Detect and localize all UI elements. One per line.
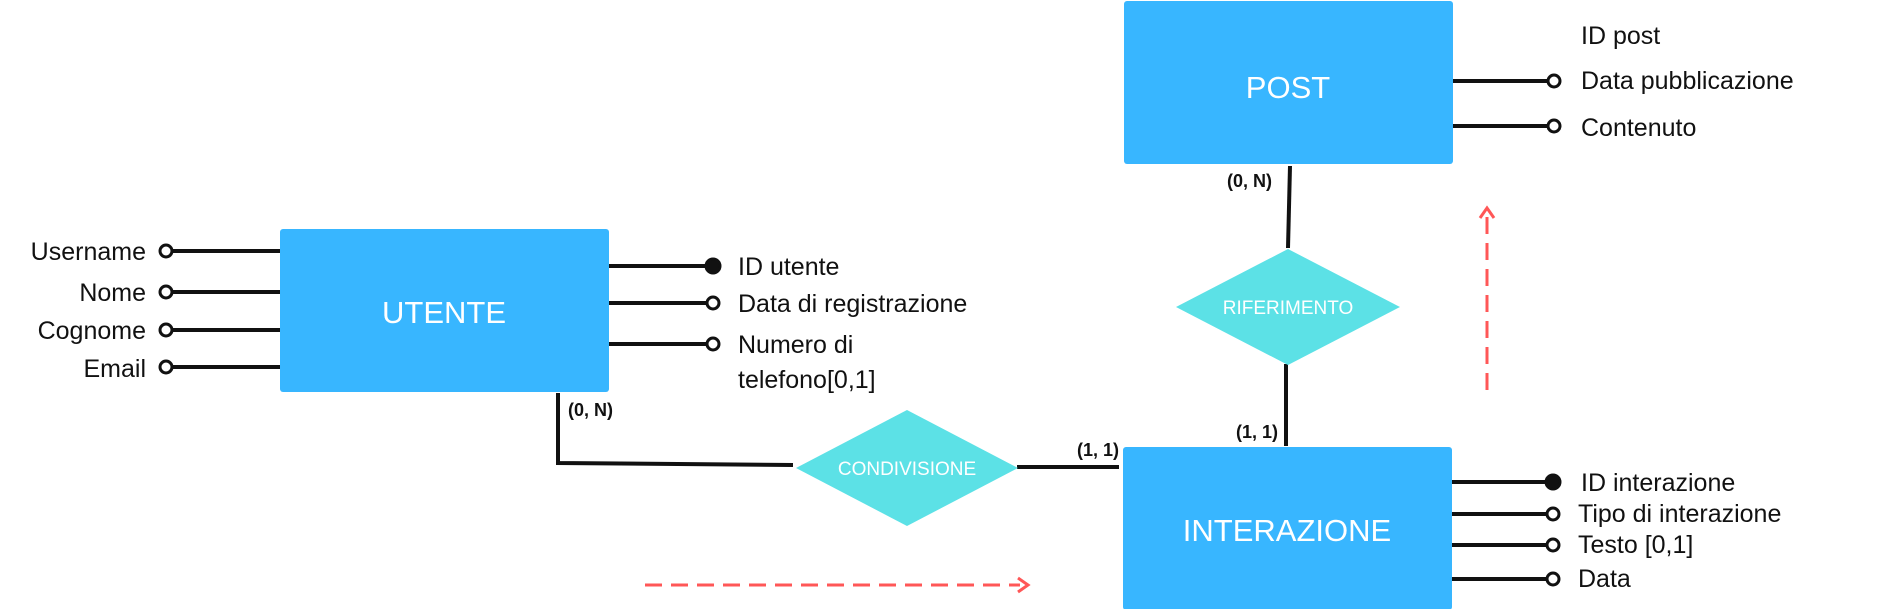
entity-post: POST [1124, 1, 1453, 164]
attr-marker-email [158, 359, 174, 375]
relationship-condivisione: CONDIVISIONE [796, 410, 1018, 526]
relationship-condivisione-diamond [796, 410, 1018, 526]
attr-label-tipo-interazione: Tipo di interazione [1578, 500, 1781, 528]
attr-marker-testo [1545, 537, 1561, 553]
attr-marker-data-pubblicazione [1546, 73, 1562, 89]
relationship-condivisione-label: CONDIVISIONE [838, 459, 976, 480]
entity-utente-box [280, 229, 609, 392]
attr-label-telefono: telefono[0,1] [738, 366, 876, 394]
line-post-riferimento [1286, 165, 1292, 249]
cardinality-interazione-riferimento: (1, 1) [1236, 422, 1278, 442]
attr-label-username: Username [31, 238, 146, 266]
entity-interazione-label: INTERAZIONE [1183, 513, 1391, 548]
attr-marker-username [158, 243, 174, 259]
attr-label-id-interazione: ID interazione [1581, 469, 1735, 497]
cardinality-interazione-condivisione: (1, 1) [1077, 440, 1119, 460]
attr-label-numero-di: Numero di [738, 331, 853, 359]
entity-post-box [1124, 1, 1453, 164]
entity-utente-label: UTENTE [382, 295, 506, 330]
relationship-riferimento: RIFERIMENTO [1176, 249, 1400, 365]
entity-utente: UTENTE [280, 229, 609, 392]
cardinality-post-riferimento: (0, N) [1227, 171, 1272, 191]
entity-interazione-box [1123, 447, 1452, 609]
entity-interazione: INTERAZIONE [1123, 447, 1452, 609]
attr-marker-tipo-interazione [1545, 506, 1561, 522]
attr-label-id-post: ID post [1581, 22, 1660, 50]
attr-label-nome: Nome [79, 279, 146, 307]
attr-marker-numero-telefono [705, 336, 721, 352]
attr-label-email: Email [83, 355, 146, 383]
attr-marker-cognome [158, 322, 174, 338]
entity-post-label: POST [1246, 70, 1330, 105]
cardinality-utente-condivisione: (0, N) [568, 400, 613, 420]
attr-marker-data [1545, 571, 1561, 587]
direction-arrows [645, 205, 1496, 594]
attr-marker-data-registrazione [705, 295, 721, 311]
attr-label-testo: Testo [0,1] [1578, 531, 1693, 559]
connection-lines [172, 79, 1548, 581]
line-utente-condivisione [556, 393, 794, 467]
key-marker-id-utente [704, 257, 722, 275]
arrow-head-right-icon [1017, 576, 1031, 594]
attr-label-data: Data [1578, 565, 1631, 593]
relationship-riferimento-label: RIFERIMENTO [1223, 298, 1354, 319]
attr-label-data-registrazione: Data di registrazione [738, 290, 967, 318]
relationship-riferimento-diamond [1176, 249, 1400, 365]
attribute-markers [158, 73, 1562, 587]
arrow-head-up-icon [1478, 205, 1496, 219]
attr-label-data-pubblicazione: Data pubblicazione [1581, 67, 1794, 95]
key-marker-id-interazione [1544, 473, 1562, 491]
attr-label-contenuto: Contenuto [1581, 114, 1696, 142]
attr-label-cognome: Cognome [38, 317, 146, 345]
attr-marker-nome [158, 284, 174, 300]
attr-label-id-utente: ID utente [738, 253, 839, 281]
attr-marker-contenuto [1546, 118, 1562, 134]
